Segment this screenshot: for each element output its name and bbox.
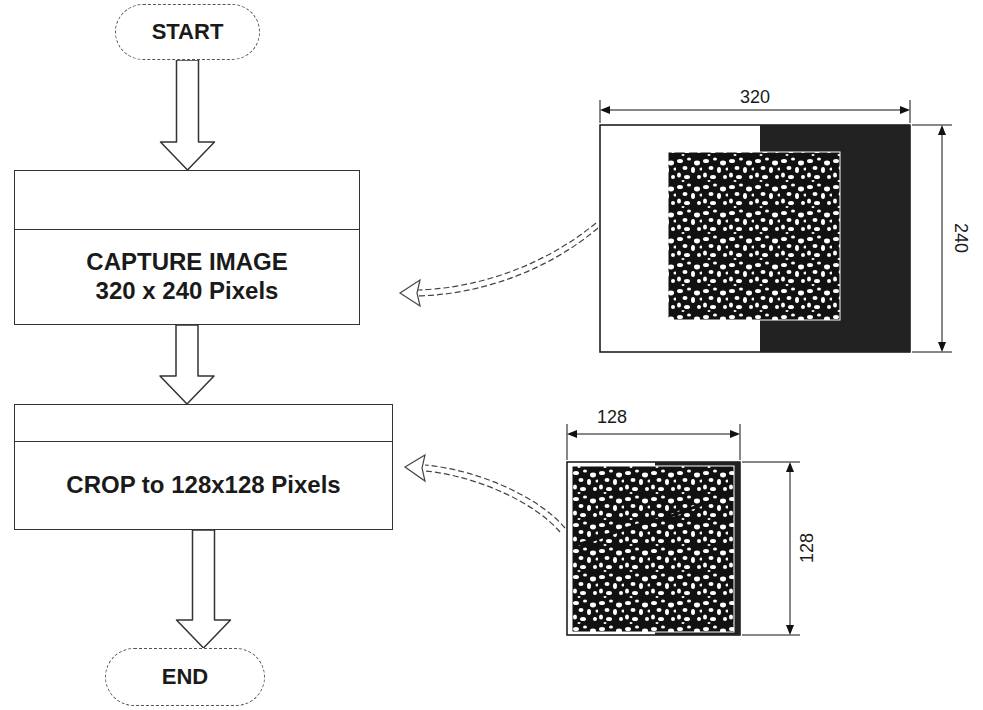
dimension-line [942,127,943,350]
dimension-line [602,110,908,111]
box-body: CAPTURE IMAGE 320 x 240 Pixels [15,230,359,324]
flow-arrow [160,325,214,404]
header-band [15,171,359,230]
flow-arrow [161,60,215,170]
extension-line [912,352,952,353]
extension-line [567,424,568,460]
captured-frame [600,125,910,352]
box-text: CAPTURE IMAGE 320 x 240 Pixels [70,248,305,306]
extension-line [600,100,601,123]
extension-line [910,100,911,123]
flow-arrow [177,530,231,648]
box-text: END [162,664,208,690]
crack-line [575,500,715,545]
dimension-arrowhead [938,125,946,135]
extension-line [740,424,741,460]
process-box: CAPTURE IMAGE 320 x 240 Pixels [14,170,360,325]
dimension-label: 320 [737,88,773,108]
dimension-arrowhead [600,106,610,114]
box-text: CROP to 128x128 Pixels [66,471,340,500]
box-text: START [152,19,224,45]
pointer-curve [425,471,560,532]
end-terminal: END [105,648,265,706]
dimension-arrowhead [786,625,794,635]
speckle-sample [572,466,734,632]
speckle-sample [668,152,840,320]
pointer-head [405,455,425,481]
extension-line [912,125,952,126]
start-terminal: START [115,4,260,60]
pointer-head [400,280,420,306]
dimension-label: 128 [594,408,630,428]
dimension-arrowhead [730,430,740,438]
process-box: CROP to 128x128 Pixels [14,404,393,530]
dimension-label: 240 [950,220,970,256]
dimension-line [569,434,738,435]
pointer-curve [418,228,598,296]
pointer-curve [418,223,596,290]
cropped-frame [567,462,740,635]
dimension-arrowhead [567,430,577,438]
dimension-arrowhead [786,462,794,472]
box-body: CROP to 128x128 Pixels [15,442,392,529]
dimension-arrowhead [938,342,946,352]
header-band [15,405,392,442]
extension-line [742,462,800,463]
extension-line [742,635,800,636]
dimension-line [790,464,791,633]
dimension-arrowhead [900,106,910,114]
dimension-label: 128 [798,530,818,566]
